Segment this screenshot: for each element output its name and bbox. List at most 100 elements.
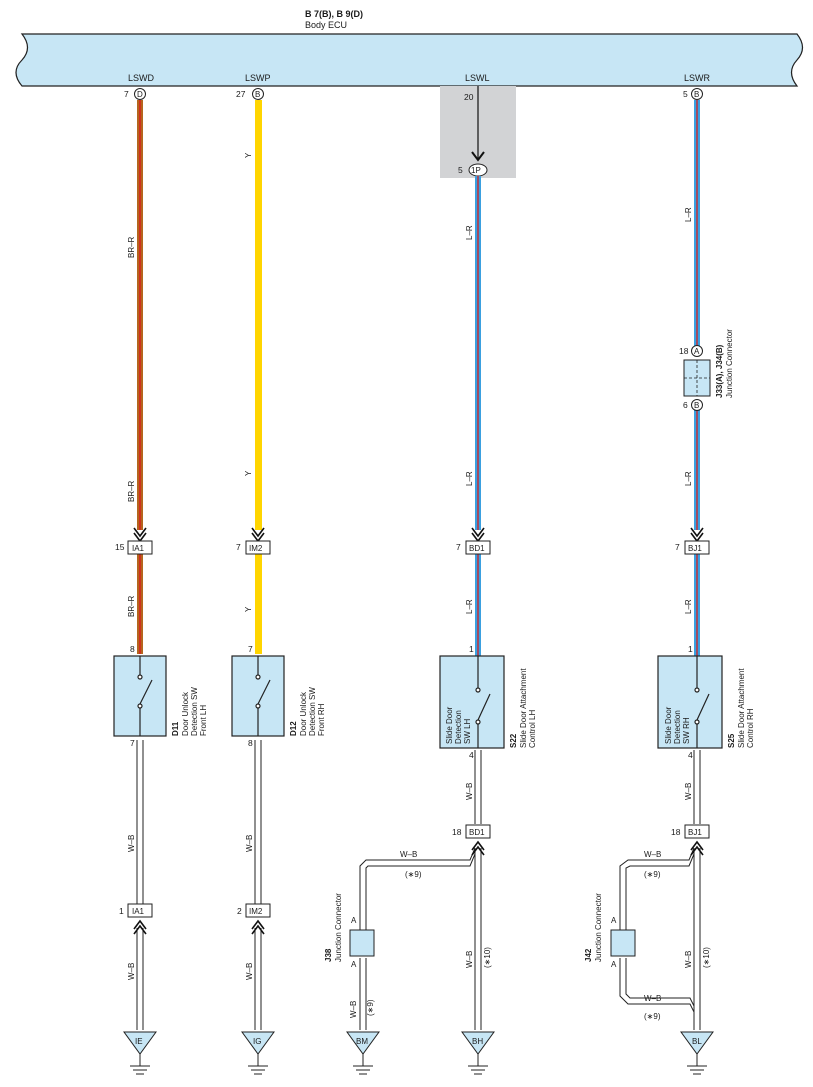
- conn-pin: 7: [456, 542, 461, 552]
- component-inner: SW LH: [463, 718, 472, 744]
- switch-symbol: [694, 656, 710, 748]
- wire-label: W–B: [127, 835, 136, 852]
- arrow-head: [471, 151, 485, 162]
- conn-pin: 1: [119, 906, 124, 916]
- arrow-head: [251, 919, 265, 935]
- junction-j42-box: [610, 929, 636, 957]
- wire-label: W–B: [684, 783, 693, 800]
- conn-pin: 7: [675, 542, 680, 552]
- component-inner: Slide Door: [664, 706, 673, 744]
- conn-code: BD1: [469, 544, 485, 553]
- conn-code: IM2: [249, 907, 263, 916]
- pin-terminal: [252, 88, 264, 100]
- comp-pin-bottom: 4: [469, 750, 474, 760]
- note-9: (∗9): [644, 870, 661, 879]
- component-desc: Control RH: [746, 708, 755, 748]
- ecu-name: Body ECU: [305, 20, 347, 30]
- component-inner: Detection: [673, 710, 682, 744]
- ecu-pin-lswr: LSWR: [684, 73, 711, 83]
- wire-label: W–B: [465, 783, 474, 800]
- conn-pin: 15: [115, 542, 125, 552]
- connector-ia1-bottom: [127, 903, 153, 918]
- arrow-head: [133, 919, 147, 935]
- conn-code: IM2: [249, 544, 263, 553]
- connector-bj1-top: [684, 540, 710, 555]
- wire-label: L–R: [684, 471, 693, 486]
- conn-pin: 18: [671, 827, 681, 837]
- connector-bj1-bottom: [684, 824, 710, 839]
- pin-connector-letter: B: [255, 90, 260, 99]
- wire-label: L–R: [465, 225, 474, 240]
- j42-pin-a: A: [611, 916, 617, 925]
- component-code: S25: [727, 733, 736, 748]
- wire-label: BR–R: [127, 236, 136, 258]
- comp-pin-bottom: 7: [130, 738, 135, 748]
- component-code: D12: [289, 721, 298, 736]
- component-desc: Door Unlock: [181, 691, 190, 736]
- conn-code: BD1: [469, 828, 485, 837]
- comp-pin-top: 1: [688, 644, 693, 654]
- ecu-connector-label: B 7(B), B 9(D): [305, 9, 363, 19]
- ground-label: BM: [356, 1037, 368, 1046]
- arrow-head: [471, 840, 485, 856]
- ground-symbol-ie: [123, 1031, 157, 1075]
- component-s25: [657, 655, 723, 749]
- conn-code: BJ1: [688, 544, 702, 553]
- wire-label: BR–R: [127, 595, 136, 617]
- connector-bd1-top: [465, 540, 491, 555]
- j33-bottom-pin: 6: [683, 400, 688, 410]
- component-desc: Door Unlock: [299, 691, 308, 736]
- wire-label: L–R: [465, 471, 474, 486]
- j33-top-pin: 18: [679, 346, 689, 356]
- wire-label: Y: [244, 152, 253, 158]
- ground-label: IG: [253, 1037, 261, 1046]
- wire-w-b-lower: [136, 740, 701, 1030]
- ground-symbol-ig: [241, 1031, 275, 1075]
- wire-l-r-1: [475, 176, 481, 656]
- pin-terminal: [691, 399, 703, 411]
- component-inner: Detection: [454, 710, 463, 744]
- ecu-pin-lswl: LSWL: [465, 73, 490, 83]
- pin-connector-letter: D: [137, 90, 143, 99]
- conn-code: IA1: [132, 544, 145, 553]
- component-inner: SW RH: [682, 717, 691, 744]
- pin-number: 7: [124, 89, 129, 99]
- wire-label: W–B: [349, 1001, 358, 1018]
- pin-terminal: [691, 345, 703, 357]
- j33-bottom-conn: B: [694, 401, 699, 410]
- component-code: D11: [171, 721, 180, 736]
- conn-pin: 7: [236, 542, 241, 552]
- component-desc: Slide Door Attachment: [737, 668, 746, 748]
- junction-j38-code: J38: [324, 948, 333, 962]
- junction-j33-code: J33(A), J34(B): [715, 344, 724, 398]
- wire-label: L–R: [465, 599, 474, 614]
- j38-pin-b: A: [351, 960, 357, 969]
- ecu-pin-lswp: LSWP: [245, 73, 271, 83]
- ground-symbol-bl: [680, 1031, 714, 1075]
- ground-symbol-bm: [346, 1031, 380, 1075]
- j38-pin-a: A: [351, 916, 357, 925]
- note-10: (∗10): [483, 947, 492, 968]
- ecu-pin-lswd: LSWD: [128, 73, 155, 83]
- comp-pin-bottom: 8: [248, 738, 253, 748]
- component-desc: Slide Door Attachment: [519, 668, 528, 748]
- note-9: (∗9): [405, 870, 422, 879]
- switch-symbol: [137, 656, 153, 736]
- connector-ia1-top: [127, 540, 153, 555]
- pin-terminal: [691, 88, 703, 100]
- ecu-body: [15, 33, 804, 87]
- component-desc: Front RH: [317, 703, 326, 736]
- comp-pin-top: 8: [130, 644, 135, 654]
- pin-number: 20: [464, 92, 474, 102]
- wire-label: W–B: [127, 963, 136, 980]
- junction-j42-code: J42: [584, 948, 593, 962]
- component-desc: Front LH: [199, 705, 208, 736]
- wire-label: W–B: [684, 951, 693, 968]
- wire-y-1: [255, 100, 262, 654]
- wire-label: W–B: [245, 963, 254, 980]
- ground-label: BL: [692, 1037, 702, 1046]
- wire-l-r-2: [694, 100, 700, 656]
- note-9: (∗9): [366, 999, 375, 1016]
- connector-im2-top: [245, 540, 271, 555]
- note-10: (∗10): [702, 947, 711, 968]
